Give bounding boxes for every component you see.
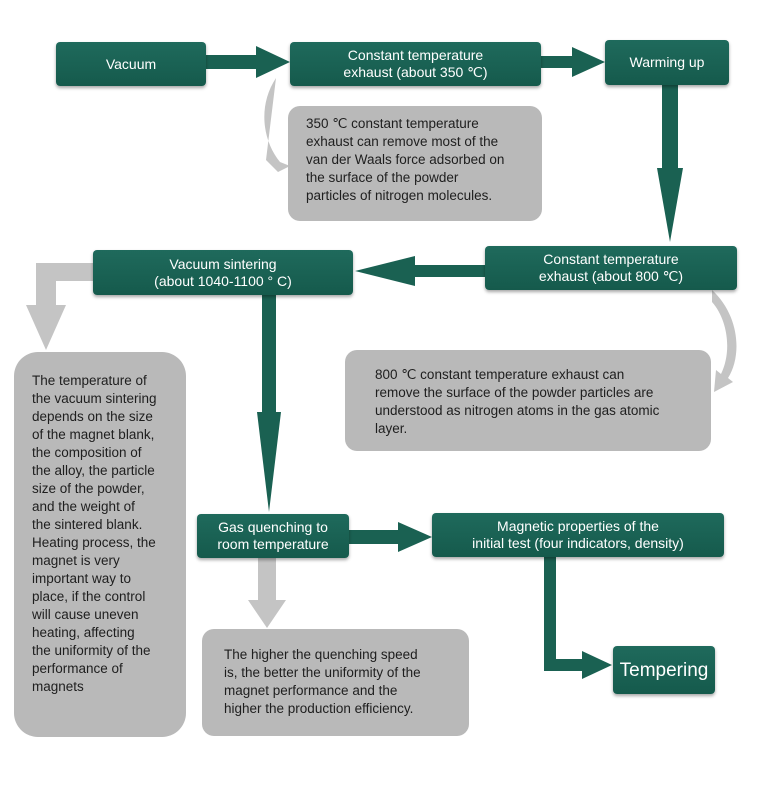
step-vacuum: Vacuum [56, 42, 206, 86]
step-gas-quenching: Gas quenching to room temperature [197, 514, 349, 558]
curved-arrow-to-note-350 [264, 78, 290, 172]
note-quenching: The higher the quenching speed is, the b… [202, 629, 469, 736]
arrow-warming-to-exhaust-800 [657, 85, 683, 242]
step-magnetic-test: Magnetic properties of the initial test … [432, 513, 724, 557]
arrow-vacuum-to-exhaust-350 [206, 46, 290, 78]
note-exhaust-800: 800 ℃ constant temperature exhaust can r… [345, 350, 711, 451]
step-warming-up: Warming up [605, 40, 729, 85]
arrow-sintering-to-quenching [257, 295, 281, 512]
arrow-exhaust-350-to-warming [541, 47, 605, 77]
curved-arrow-to-note-800 [712, 290, 737, 392]
step-exhaust-800: Constant temperature exhaust (about 800 … [485, 246, 737, 290]
step-exhaust-350: Constant temperature exhaust (about 350 … [290, 42, 541, 86]
step-tempering: Tempering [613, 646, 715, 694]
arrow-exhaust-800-to-sintering [355, 256, 485, 286]
arrow-test-to-tempering [544, 557, 612, 679]
arrow-quenching-to-test [349, 522, 432, 552]
note-exhaust-350: 350 ℃ constant temperature exhaust can r… [288, 106, 542, 221]
step-vacuum-sintering: Vacuum sintering (about 1040-1100 ° C) [93, 250, 353, 295]
arrow-to-quenching-note [248, 558, 286, 628]
note-sintering: The temperature of the vacuum sintering … [14, 352, 186, 737]
elbow-arrow-to-sintering-note [26, 263, 93, 350]
